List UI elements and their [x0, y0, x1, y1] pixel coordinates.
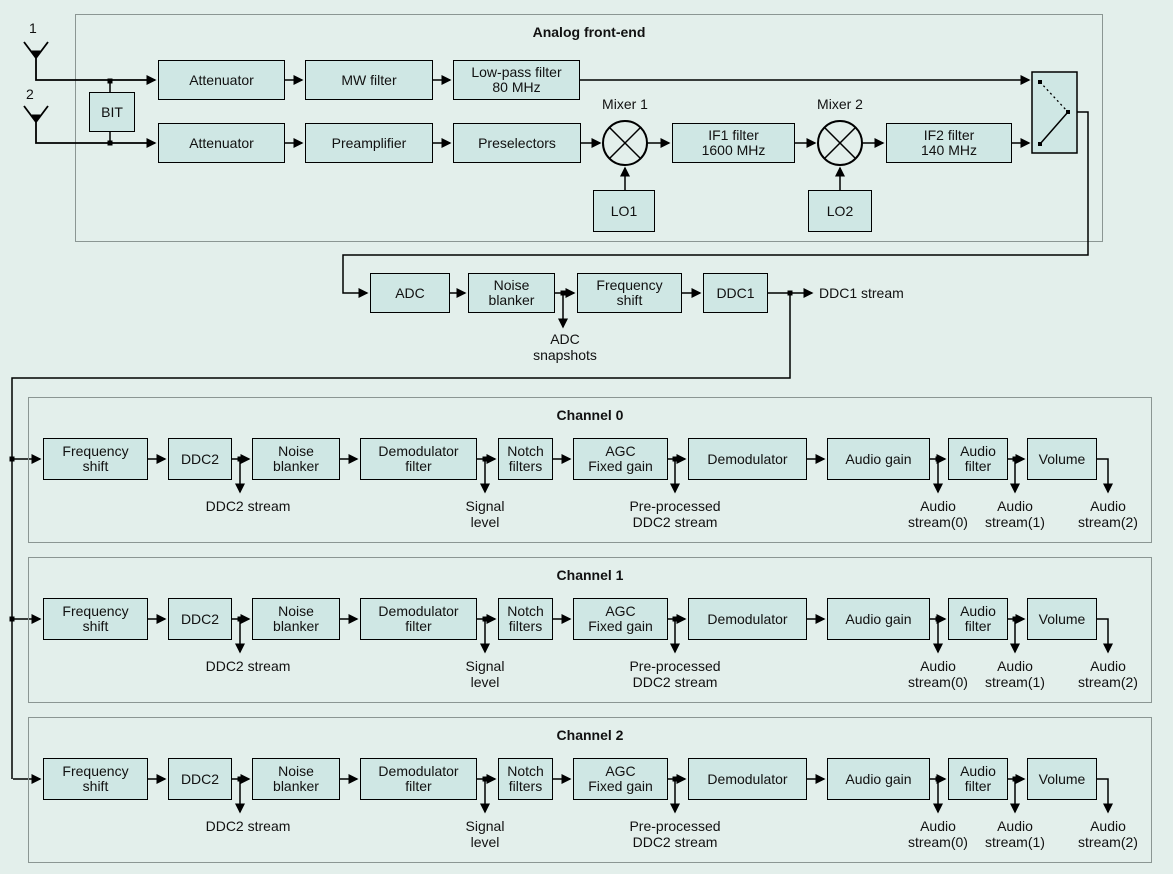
block-agc: AGC Fixed gain: [573, 598, 668, 640]
audio-stream-0-label: Audio stream(0): [908, 818, 968, 850]
ddc2-stream-label: DDC2 stream: [205, 818, 291, 834]
block-attenuator-1: Attenuator: [158, 60, 285, 100]
block-noise-blanker-main: Noise blanker: [468, 273, 555, 313]
audio-stream-2-label: Audio stream(2): [1078, 818, 1138, 850]
analog-front-end-title: Analog front-end: [532, 24, 646, 40]
block-attenuator-2: Attenuator: [158, 123, 285, 163]
block-audio-gain: Audio gain: [827, 598, 930, 640]
signal-level-label: Signal level: [465, 818, 505, 850]
block-audio-filter: Audio filter: [948, 598, 1008, 640]
block-demodulator: Demodulator: [688, 598, 807, 640]
block-audio-gain: Audio gain: [827, 758, 930, 800]
block-preamplifier: Preamplifier: [305, 123, 433, 163]
block-ddc1: DDC1: [703, 273, 768, 313]
block-notch-filters: Notch filters: [498, 598, 553, 640]
block-ddc2: DDC2: [168, 598, 232, 640]
block-frequency-shift-main: Frequency shift: [577, 273, 682, 313]
switch-to-adc-wire: [342, 111, 1089, 298]
block-volume: Volume: [1027, 438, 1097, 480]
adc-snapshots-label: ADC snapshots: [533, 331, 597, 363]
signal-level-label: Signal level: [465, 658, 505, 690]
audio-stream-0-label: Audio stream(0): [908, 658, 968, 690]
signal-level-label: Signal level: [465, 498, 505, 530]
channel-2: Channel 2 Frequency shift DDC2 Noise bla…: [0, 717, 1173, 863]
block-agc: AGC Fixed gain: [573, 438, 668, 480]
channel-0-container: Channel 0: [28, 397, 1152, 543]
block-noise-blanker: Noise blanker: [252, 598, 340, 640]
block-lo2: LO2: [808, 190, 872, 232]
preprocessed-ddc2-label: Pre-processed DDC2 stream: [629, 498, 721, 530]
channel-0: Channel 0 Frequency shift DDC2 Noise bla…: [0, 397, 1173, 543]
block-low-pass-filter: Low-pass filter 80 MHz: [453, 60, 580, 100]
preprocessed-ddc2-label: Pre-processed DDC2 stream: [629, 658, 721, 690]
channel-2-title: Channel 2: [556, 727, 624, 743]
block-frequency-shift: Frequency shift: [43, 598, 148, 640]
channel-1-title: Channel 1: [556, 567, 624, 583]
antenna-2-icon: [23, 105, 157, 148]
block-volume: Volume: [1027, 598, 1097, 640]
ddc2-stream-label: DDC2 stream: [205, 498, 291, 514]
channel-0-title: Channel 0: [556, 407, 624, 423]
channel-2-container: Channel 2: [28, 717, 1152, 863]
block-notch-filters: Notch filters: [498, 758, 553, 800]
block-demodulator: Demodulator: [688, 758, 807, 800]
mixer-1-symbol: [602, 120, 648, 166]
block-noise-blanker: Noise blanker: [252, 758, 340, 800]
audio-stream-2-label: Audio stream(2): [1078, 658, 1138, 690]
block-notch-filters: Notch filters: [498, 438, 553, 480]
block-bit: BIT: [89, 92, 135, 132]
analog-front-end-container: Analog front-end: [75, 14, 1103, 242]
block-frequency-shift: Frequency shift: [43, 758, 148, 800]
block-audio-filter: Audio filter: [948, 758, 1008, 800]
block-noise-blanker: Noise blanker: [252, 438, 340, 480]
preprocessed-ddc2-label: Pre-processed DDC2 stream: [629, 818, 721, 850]
mixer-2-symbol: [817, 120, 863, 166]
antenna-2-label: 2: [26, 86, 34, 102]
block-if1-filter: IF1 filter 1600 MHz: [672, 123, 795, 163]
block-lo1: LO1: [593, 190, 655, 232]
audio-stream-1-label: Audio stream(1): [985, 498, 1045, 530]
block-adc: ADC: [370, 273, 450, 313]
ddc2-stream-label: DDC2 stream: [205, 658, 291, 674]
audio-stream-1-label: Audio stream(1): [985, 818, 1045, 850]
block-agc: AGC Fixed gain: [573, 758, 668, 800]
audio-stream-0-label: Audio stream(0): [908, 498, 968, 530]
switch-symbol: [1031, 71, 1078, 154]
front-end-wires: [107, 75, 1031, 190]
mixer-2-label: Mixer 2: [817, 96, 863, 112]
block-mw-filter: MW filter: [305, 60, 433, 100]
block-ddc2: DDC2: [168, 438, 232, 480]
signal-bus: [9, 293, 791, 779]
block-demodulator: Demodulator: [688, 438, 807, 480]
block-if2-filter: IF2 filter 140 MHz: [886, 123, 1012, 163]
block-preselectors: Preselectors: [453, 123, 581, 163]
antenna-1-label: 1: [29, 20, 37, 36]
block-demodulator-filter: Demodulator filter: [360, 598, 477, 640]
channel-1-container: Channel 1: [28, 557, 1152, 703]
audio-stream-2-label: Audio stream(2): [1078, 498, 1138, 530]
channel-1: Channel 1 Frequency shift DDC2 Noise bla…: [0, 557, 1173, 703]
ddc1-stream-label: DDC1 stream: [819, 285, 904, 301]
mixer-1-label: Mixer 1: [602, 96, 648, 112]
block-audio-filter: Audio filter: [948, 438, 1008, 480]
block-volume: Volume: [1027, 758, 1097, 800]
block-audio-gain: Audio gain: [827, 438, 930, 480]
block-demodulator-filter: Demodulator filter: [360, 438, 477, 480]
block-ddc2: DDC2: [168, 758, 232, 800]
block-demodulator-filter: Demodulator filter: [360, 758, 477, 800]
antenna-1-icon: [23, 41, 157, 85]
audio-stream-1-label: Audio stream(1): [985, 658, 1045, 690]
block-frequency-shift: Frequency shift: [43, 438, 148, 480]
